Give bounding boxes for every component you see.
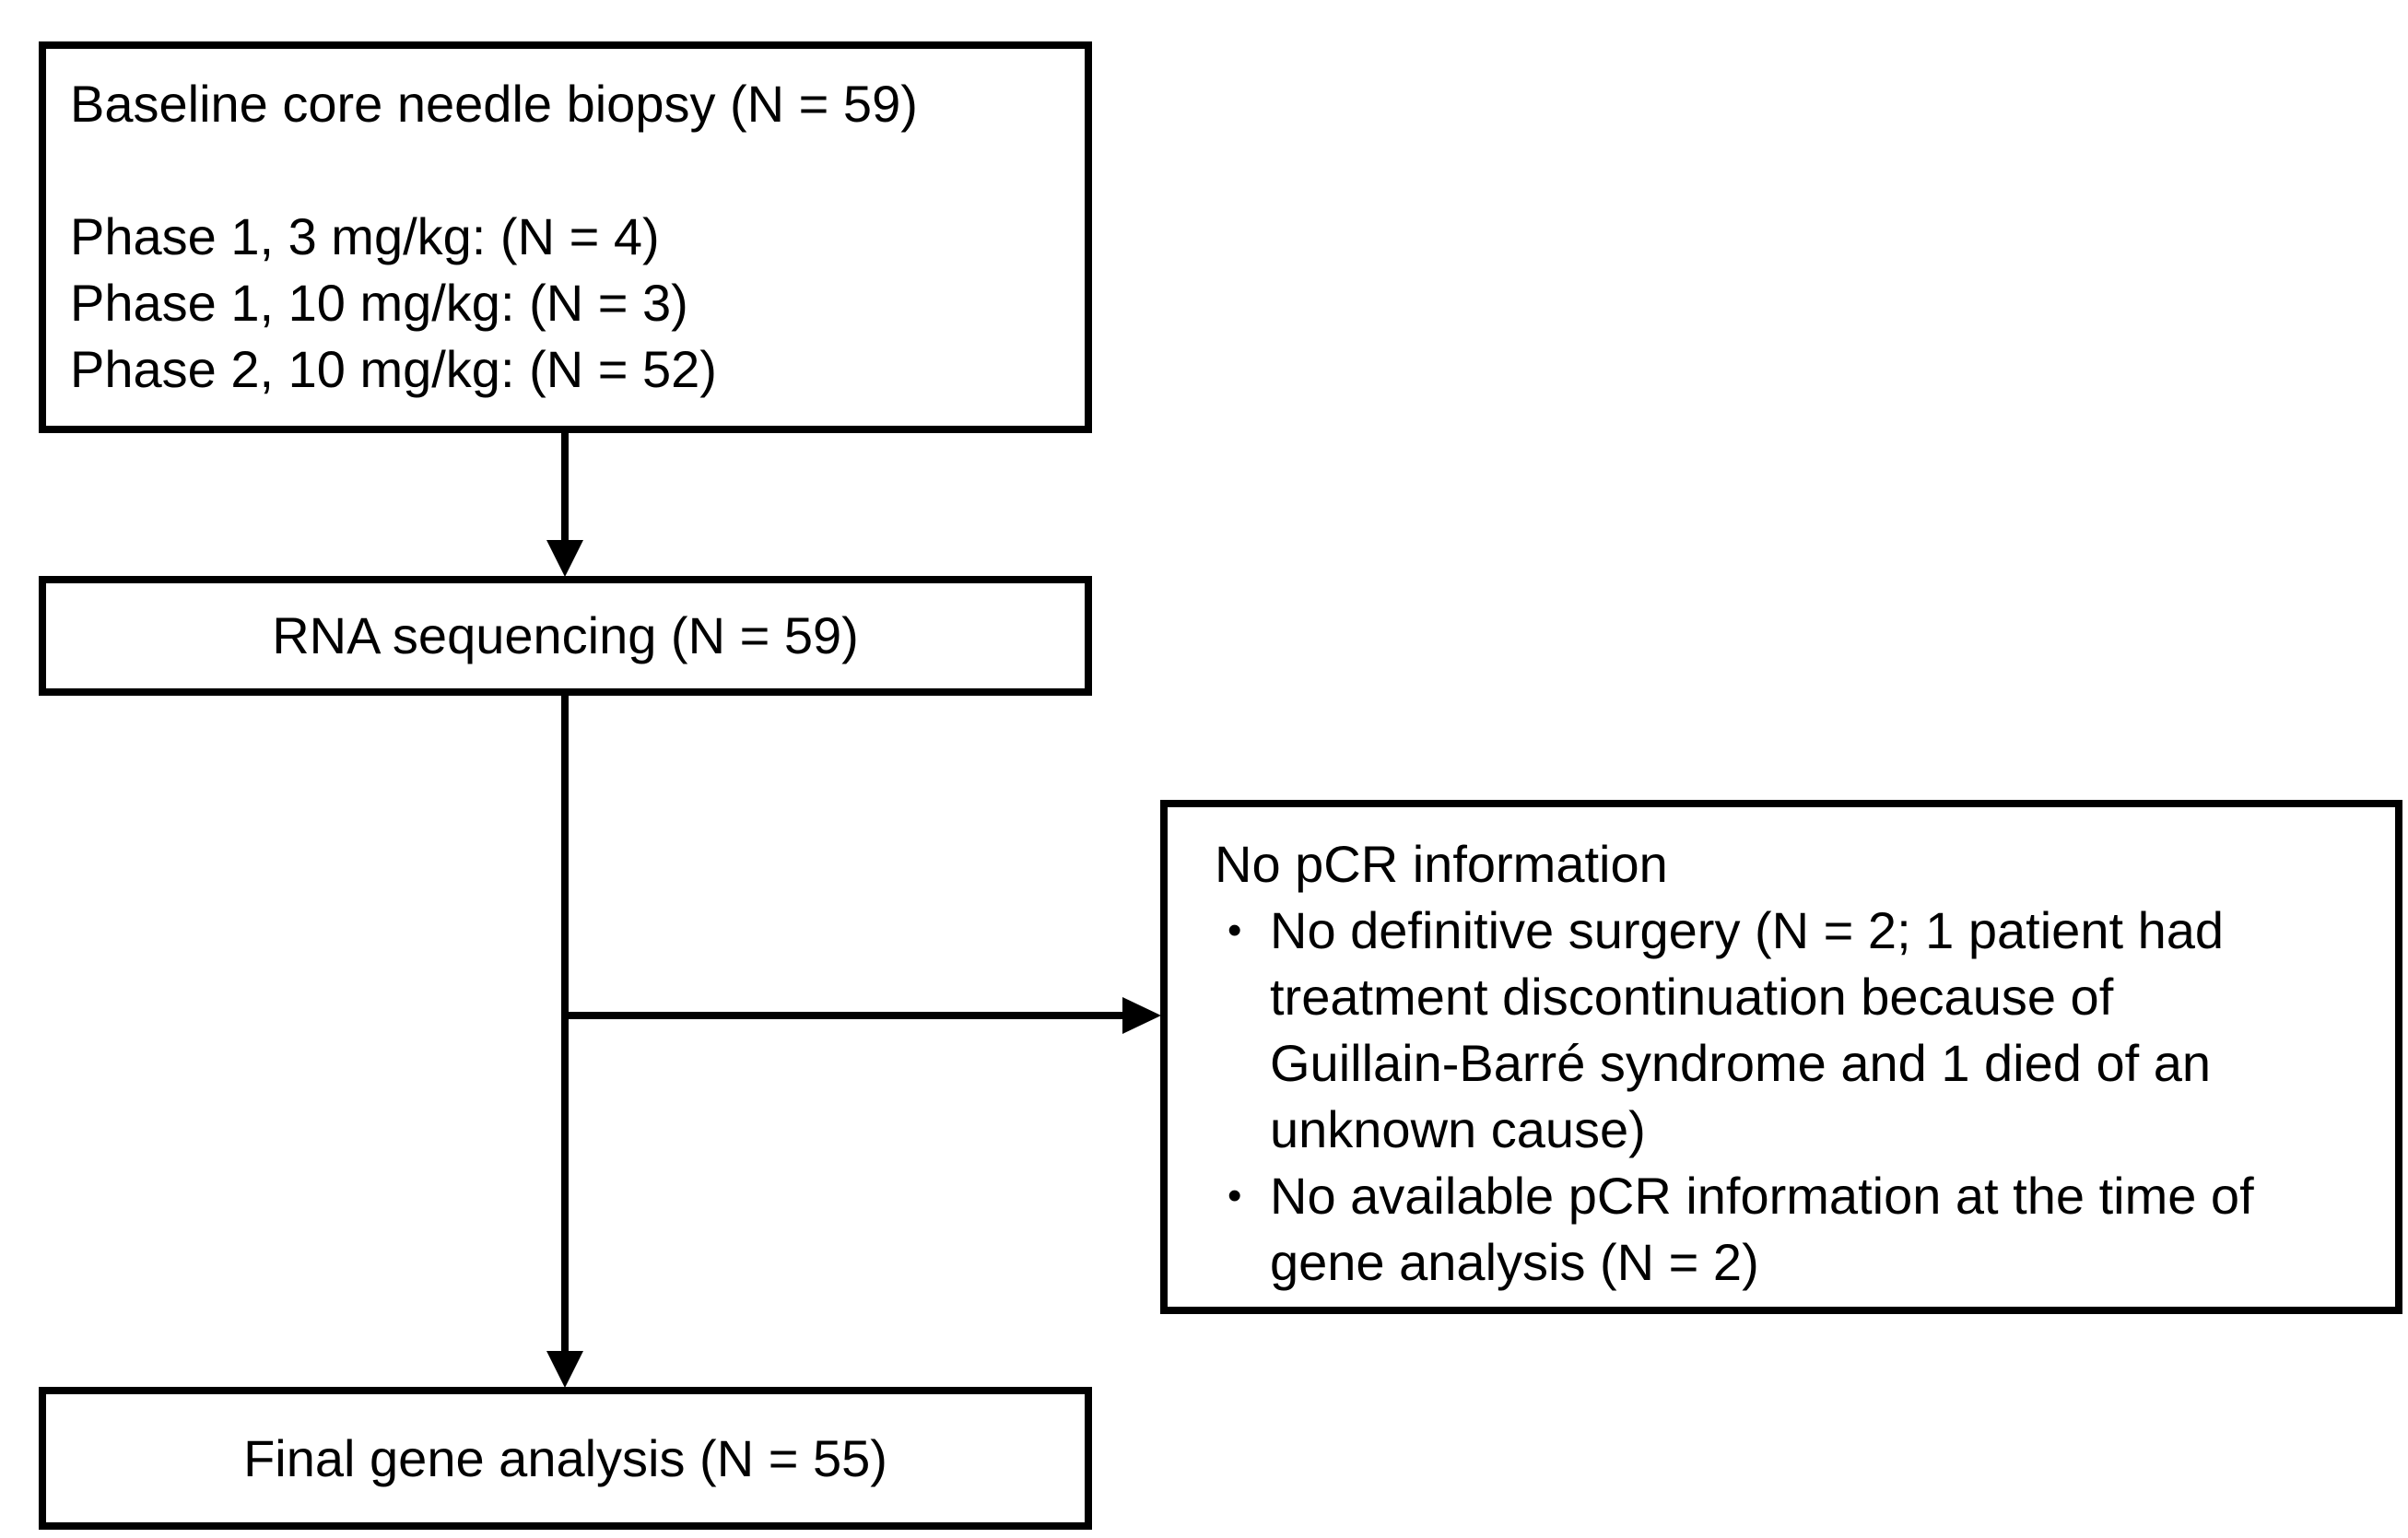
arrow-down-icon — [546, 540, 583, 577]
box-rna-sequencing: RNA sequencing (N = 59) — [39, 576, 1092, 696]
box-baseline-biopsy: Baseline core needle biopsy (N = 59) Pha… — [39, 41, 1092, 433]
no-pcr-title: No pCR information — [1215, 835, 1668, 893]
no-pcr-bullet-text: No available pCR information at the time… — [1270, 1167, 2254, 1291]
no-pcr-bullet-text: No definitive surgery (N = 2; 1 patient … — [1270, 901, 2225, 1158]
box-no-pcr-information: No pCR information • No definitive surge… — [1160, 800, 2402, 1314]
rna-sequencing-label: RNA sequencing (N = 59) — [272, 606, 859, 664]
box-final-gene-analysis: Final gene analysis (N = 55) — [39, 1387, 1092, 1530]
connector-rna-to-final — [561, 696, 569, 1355]
baseline-cohort-lines: Phase 1, 3 mg/kg: (N = 4) Phase 1, 10 mg… — [70, 207, 717, 398]
bullet-icon: • — [1227, 908, 1242, 953]
baseline-biopsy-title: Baseline core needle biopsy (N = 59) — [70, 75, 918, 133]
connector-baseline-to-rna — [561, 433, 569, 544]
final-gene-analysis-label: Final gene analysis (N = 55) — [243, 1428, 887, 1487]
bullet-icon: • — [1227, 1173, 1242, 1218]
list-item: • No definitive surgery (N = 2; 1 patien… — [1215, 898, 2364, 1163]
arrow-down-icon — [546, 1351, 583, 1388]
list-item: • No available pCR information at the ti… — [1215, 1163, 2364, 1296]
arrow-right-icon — [1122, 997, 1161, 1034]
connector-branch-to-no-pcr — [561, 1012, 1123, 1019]
no-pcr-bullet-list: • No definitive surgery (N = 2; 1 patien… — [1215, 898, 2364, 1296]
